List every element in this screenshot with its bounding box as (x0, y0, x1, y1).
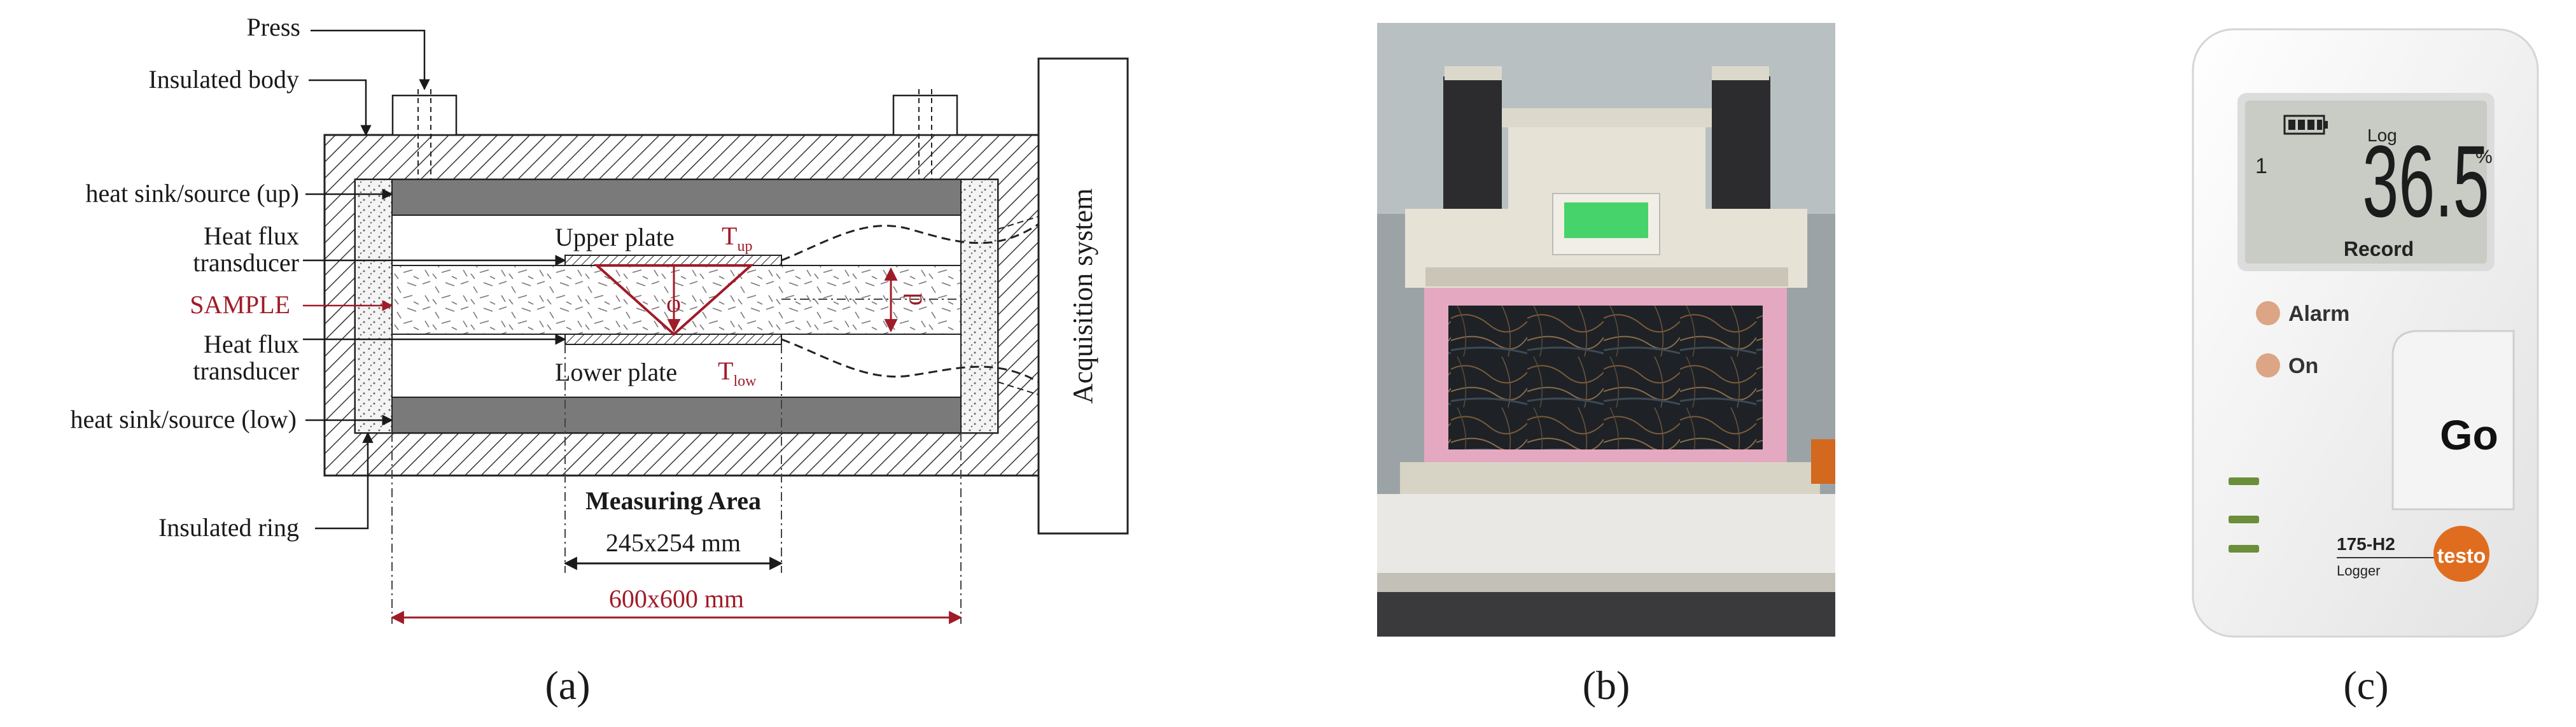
lcd-record: Record (2344, 237, 2414, 260)
acquisition-box (1037, 57, 1129, 535)
label-sink-low: heat sink/source (low) (71, 405, 297, 434)
label-t-low: Tlow (718, 356, 757, 390)
display-screen (1564, 202, 1648, 238)
label-t-up: Tup (722, 222, 752, 255)
t-up-sub: up (737, 238, 752, 255)
leader-press (311, 29, 430, 90)
wire-chamber (1448, 306, 1763, 449)
label-measuring-area: Measuring Area (585, 486, 761, 515)
model-label: 175-H2 (2337, 534, 2395, 554)
label-hft-top-1: Heat flux (204, 222, 299, 250)
press-stack-left (1443, 76, 1502, 229)
caption-a: (a) (545, 663, 590, 708)
on-label: On (2288, 354, 2318, 378)
label-hft-bottom-1: Heat flux (204, 330, 299, 358)
wire-bottom (781, 338, 1039, 383)
logger-label: Logger (2337, 563, 2381, 579)
leader-insulated-body (309, 79, 372, 136)
press-stack-right (1712, 76, 1770, 229)
press-crossbar (1502, 108, 1712, 127)
caption-c: (c) (2343, 663, 2388, 708)
label-phi: φ (666, 289, 681, 318)
label-sample: SAMPLE (190, 290, 290, 319)
label-hft-bottom-2: transducer (193, 356, 299, 385)
label-press: Press (247, 13, 300, 41)
battery-icon (2283, 115, 2328, 135)
label-measuring-dims: 245x254 mm (606, 528, 741, 557)
press-block-left (391, 94, 458, 136)
go-button-label: Go (2440, 411, 2498, 458)
table-edge (1377, 573, 1835, 592)
insulated-ring-right (960, 179, 998, 434)
label-insulated-body: Insulated body (148, 65, 299, 94)
apparatus-vent (1425, 267, 1788, 286)
on-led (2256, 353, 2280, 378)
testo-logo: testo (2433, 526, 2489, 582)
heat-sink-up (391, 179, 962, 216)
side-object (1811, 439, 1835, 484)
lcd-screen (2245, 101, 2487, 264)
press-bracket-left (1445, 66, 1502, 80)
lcd-unit: % (2475, 146, 2493, 167)
wire-link-bottom (997, 381, 1039, 395)
lcd-log: Log (2367, 125, 2397, 145)
panel-c-logger: Log 1 36.5 % Record Alarm On Go 175-H2 L… (2192, 28, 2539, 708)
alarm-led (2256, 301, 2280, 325)
heat-sink-low (391, 397, 962, 434)
leader-insulated-ring (315, 432, 374, 530)
press-rod-right (918, 89, 932, 180)
t-up-main: T (722, 222, 737, 250)
label-total-dims: 600x600 mm (609, 584, 744, 613)
wire-top (781, 223, 1039, 262)
panel-a-diagram: Press Insulated body heat sink/source (u… (71, 13, 1129, 708)
side-vents (2229, 477, 2259, 553)
label-d: d (899, 293, 927, 306)
lcd-reading: 36.5 (2362, 125, 2489, 239)
go-button[interactable] (2391, 330, 2515, 511)
panel-b-photo: (b) (1377, 23, 1835, 708)
label-lower-plate: Lower plate (555, 358, 677, 386)
label-sink-up: heat sink/source (up) (86, 179, 299, 208)
label-upper-plate: Upper plate (555, 223, 675, 251)
label-hft-top-2: transducer (193, 248, 299, 277)
testo-logo-text: testo (2437, 544, 2486, 567)
press-block-right (892, 94, 958, 136)
heat-flux-plate-bottom (564, 334, 782, 345)
lcd-index: 1 (2255, 154, 2267, 178)
label-acquisition: Acquisition system (1067, 188, 1098, 404)
t-low-main: T (718, 356, 733, 385)
heat-flux-plate-top (564, 255, 782, 266)
t-low-sub: low (733, 373, 757, 390)
wire-link-top (997, 216, 1039, 230)
caption-b: (b) (1583, 663, 1630, 708)
label-insulated-ring: Insulated ring (158, 513, 299, 542)
apparatus-base (1400, 462, 1820, 494)
specimen-table (1377, 494, 1835, 577)
alarm-label: Alarm (2288, 302, 2349, 326)
press-rod-left (417, 89, 431, 180)
press-bracket-right (1712, 66, 1769, 80)
